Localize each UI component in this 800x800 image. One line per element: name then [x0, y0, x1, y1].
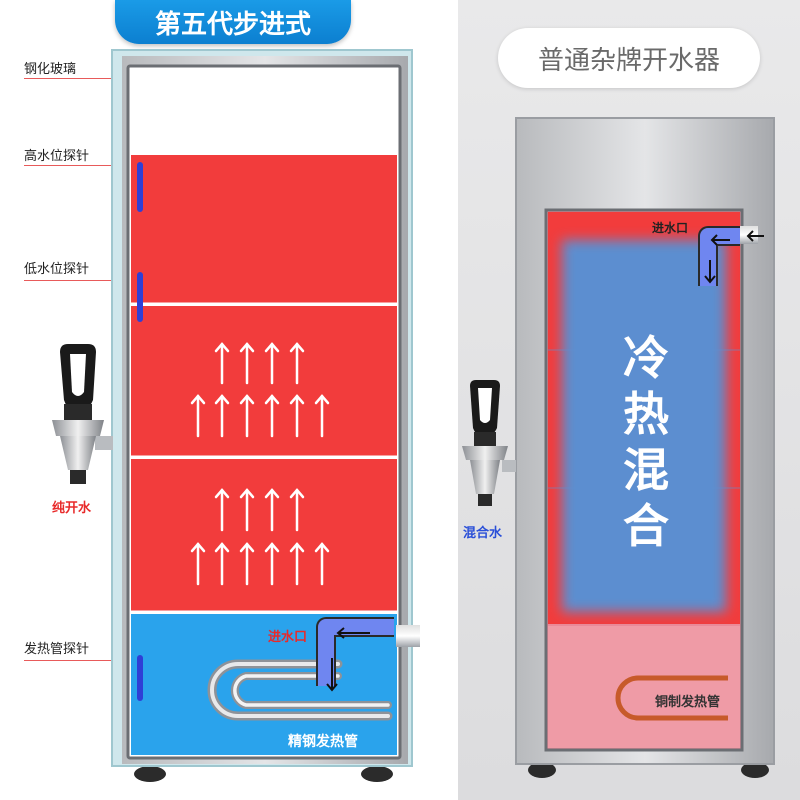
right-inlet-label: 进水口: [652, 221, 689, 235]
label-tempered-glass: 钢化玻璃: [24, 62, 77, 77]
faucet-icon: [52, 344, 113, 484]
heater-probe: [137, 655, 143, 701]
foot: [741, 762, 769, 778]
title-fifth-gen: 第五代步进式: [115, 0, 351, 44]
hot-water-layer-3: [131, 459, 397, 611]
left-inlet-label: 进水口: [268, 630, 308, 645]
elbow-pipe-icon: [316, 617, 420, 692]
up-arrow-icon: [190, 542, 206, 586]
up-arrow-icon: [239, 542, 255, 586]
up-arrow-icon-group: [190, 342, 330, 586]
title-ordinary-brand: 普通杂牌开水器: [498, 28, 760, 88]
hot-water-layer-2: [131, 306, 397, 456]
pure-boiling-water-label: 纯开水: [52, 501, 92, 516]
up-arrow-icon: [214, 542, 230, 586]
cold-water-layer: [131, 614, 397, 755]
pink-bottom-zone: [548, 626, 740, 748]
steel-heater-label: 精钢发热管: [288, 734, 358, 750]
up-arrow-icon: [264, 394, 280, 438]
up-arrow-icon: [214, 394, 230, 438]
hot-water-layer-1: [131, 155, 397, 303]
up-arrow-icon: [264, 542, 280, 586]
copper-heating-tube: [615, 675, 728, 721]
up-arrow-icon: [289, 394, 305, 438]
faucet-icon: [462, 380, 516, 506]
up-arrow-icon: [314, 542, 330, 586]
foot: [134, 766, 166, 782]
leader-line: [24, 280, 134, 281]
up-arrow-icon: [264, 488, 280, 532]
mixed-cold-water: [562, 240, 726, 612]
foot: [528, 762, 556, 778]
label-high-water-probe: 高水位探针: [24, 149, 90, 164]
copper-heater-label: 铜制发热管: [655, 695, 721, 710]
leader-line: [24, 660, 134, 661]
steel-heating-tube: [207, 659, 393, 721]
up-arrow-icon: [289, 488, 305, 532]
foot: [361, 766, 393, 782]
up-arrow-icon: [239, 488, 255, 532]
up-arrow-icon: [214, 342, 230, 385]
mixed-water-label: 混合水: [463, 526, 503, 541]
cold-hot-mix-text: 冷热混合: [623, 331, 669, 553]
up-arrow-icon: [239, 394, 255, 438]
elbow-pipe-icon: [698, 226, 764, 286]
up-arrow-icon: [289, 542, 305, 586]
up-arrow-icon: [214, 488, 230, 532]
up-arrow-icon: [190, 394, 206, 438]
leader-line: [24, 165, 134, 166]
up-arrow-icon: [314, 394, 330, 438]
label-heater-probe: 发热管探针: [24, 642, 90, 657]
up-arrow-icon: [239, 342, 255, 385]
up-arrow-icon: [264, 342, 280, 385]
high-water-probe: [137, 162, 143, 212]
up-arrow-icon: [289, 342, 305, 385]
low-water-probe: [137, 272, 143, 322]
leader-line: [24, 78, 114, 79]
empty-space: [131, 69, 397, 155]
label-low-water-probe: 低水位探针: [24, 262, 90, 277]
